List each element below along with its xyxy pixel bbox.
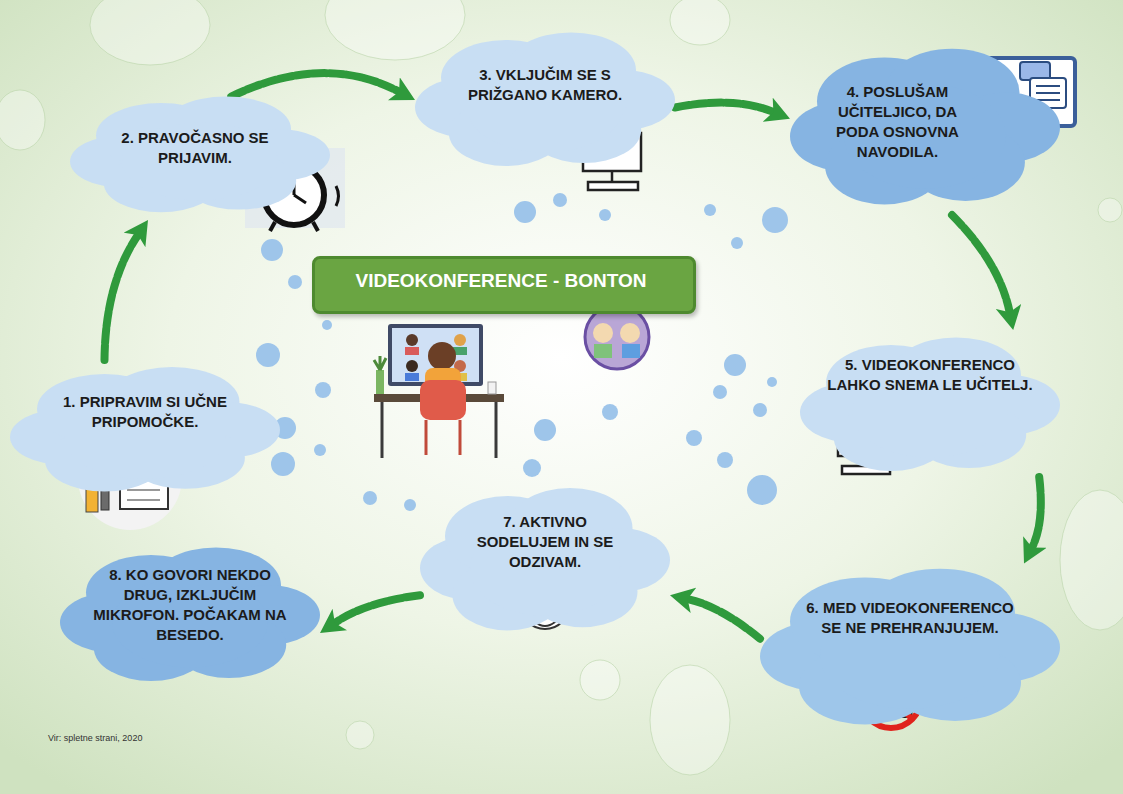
flow-arrow (675, 103, 773, 112)
step-text: 2. PRAVOČASNO SE PRIJAVIM. (115, 128, 275, 168)
step-cloud: 3. VKLJUČIM SE S PRIŽGANO KAMERO. (415, 25, 675, 175)
school-logo (585, 305, 655, 369)
step-cloud: 2. PRAVOČASNO SE PRIJAVIM. (70, 90, 330, 220)
step-cloud: 7. AKTIVNO SODELUJEM IN SE ODZIVAM. (420, 480, 670, 640)
step-text: 3. VKLJUČIM SE S PRIŽGANO KAMERO. (460, 65, 630, 105)
title-box: VIDEOKONFERENCE - BONTON (312, 256, 696, 314)
step-cloud: 8. KO GOVORI NEKDO DRUG, IZKLJUČIM MIKRO… (60, 540, 320, 690)
step-text: 8. KO GOVORI NEKDO DRUG, IZKLJUČIM MIKRO… (85, 565, 295, 645)
flow-arrow (688, 599, 760, 639)
flow-arrow (335, 595, 420, 623)
step-text: 1. PRIPRAVIM SI UČNE PRIPOMOČKE. (40, 392, 250, 432)
source-note: Vir: spletne strani, 2020 (48, 733, 142, 743)
step-cloud: 4. POSLUŠAM UČITELJICO, DA PODA OSNOVNA … (790, 40, 1060, 215)
step-text: 7. AKTIVNO SODELUJEM IN SE ODZIVAM. (460, 512, 630, 572)
cloud-outline (800, 330, 1060, 480)
step-text: 6. MED VIDEOKONFERENCO SE NE PREHRANJUJE… (805, 598, 1015, 638)
step-text: 5. VIDEOKONFERENCO LAHKO SNEMA LE UČITEL… (825, 355, 1035, 395)
flow-arrow (1032, 477, 1041, 547)
cloud-outline (760, 560, 1060, 735)
flow-arrow (105, 235, 138, 360)
person-at-computer-illustration (374, 324, 504, 458)
step-cloud: 6. MED VIDEOKONFERENCO SE NE PREHRANJUJE… (760, 560, 1060, 735)
flow-arrow (231, 73, 399, 96)
step-cloud: 5. VIDEOKONFERENCO LAHKO SNEMA LE UČITEL… (800, 330, 1060, 480)
flow-arrow (952, 215, 1010, 312)
title-text: VIDEOKONFERENCE - BONTON (325, 269, 677, 293)
step-cloud: 1. PRIPRAVIM SI UČNE PRIPOMOČKE. (10, 360, 280, 500)
step-text: 4. POSLUŠAM UČITELJICO, DA PODA OSNOVNA … (815, 82, 980, 162)
